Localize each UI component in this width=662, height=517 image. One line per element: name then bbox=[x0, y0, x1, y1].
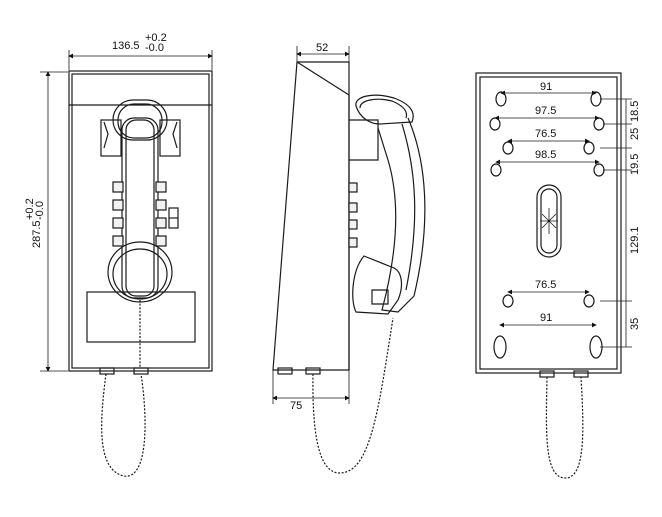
back-dim-97-5: 97.5 bbox=[535, 105, 556, 117]
back-dim-18-5: 18.5 bbox=[629, 101, 641, 122]
front-view: 136.5 +0.2 -0.0 287.5 +0.2 -0.0 bbox=[24, 32, 213, 477]
back-vertical-dimensions: 18.5 25 19.5 129.1 35 bbox=[600, 98, 641, 348]
back-center-slot bbox=[536, 184, 562, 258]
side-cord bbox=[277, 317, 394, 474]
side-view: 52 75 bbox=[272, 42, 426, 474]
side-top-dimension: 52 bbox=[296, 42, 350, 62]
front-width-dimension: 136.5 +0.2 -0.0 bbox=[68, 32, 213, 70]
back-dim-98-5: 98.5 bbox=[535, 149, 556, 161]
front-label-plate bbox=[86, 291, 196, 343]
front-width-tol-minus: -0.0 bbox=[145, 42, 164, 54]
front-housing bbox=[68, 70, 213, 372]
back-dim-19-5: 19.5 bbox=[629, 154, 641, 175]
front-height-dimension: 287.5 +0.2 -0.0 bbox=[24, 71, 68, 372]
front-width-tol-plus: +0.2 bbox=[145, 32, 167, 44]
front-height-tol-plus: +0.2 bbox=[24, 198, 36, 220]
side-top-depth: 52 bbox=[316, 42, 328, 54]
back-dim-129-1: 129.1 bbox=[629, 226, 641, 254]
side-housing bbox=[272, 61, 350, 371]
back-dim-91-top: 91 bbox=[540, 81, 552, 93]
front-handset bbox=[107, 99, 173, 303]
front-hook bbox=[100, 119, 181, 157]
front-height-tol-minus: -0.0 bbox=[34, 201, 46, 220]
side-handset bbox=[352, 94, 426, 315]
back-horizontal-dimensions: 91 97.5 76.5 98.5 76.5 91 bbox=[494, 81, 600, 328]
side-bottom-dimension: 75 bbox=[272, 370, 350, 412]
back-housing bbox=[475, 72, 622, 374]
front-keypad bbox=[112, 181, 179, 247]
front-width-value: 136.5 bbox=[112, 40, 140, 52]
back-dim-91-bottom: 91 bbox=[540, 312, 552, 324]
back-view: 91 97.5 76.5 98.5 76.5 91 18.5 25 19.5 1… bbox=[475, 72, 641, 479]
front-cord bbox=[99, 300, 149, 477]
front-height-value: 287.5 bbox=[31, 220, 43, 248]
back-cord bbox=[539, 370, 589, 479]
side-bottom-depth: 75 bbox=[290, 400, 302, 412]
back-dim-35: 35 bbox=[629, 318, 641, 330]
back-dim-76-5-top: 76.5 bbox=[535, 128, 556, 140]
back-dim-76-5-bottom: 76.5 bbox=[535, 279, 556, 291]
back-dim-25: 25 bbox=[629, 128, 641, 140]
